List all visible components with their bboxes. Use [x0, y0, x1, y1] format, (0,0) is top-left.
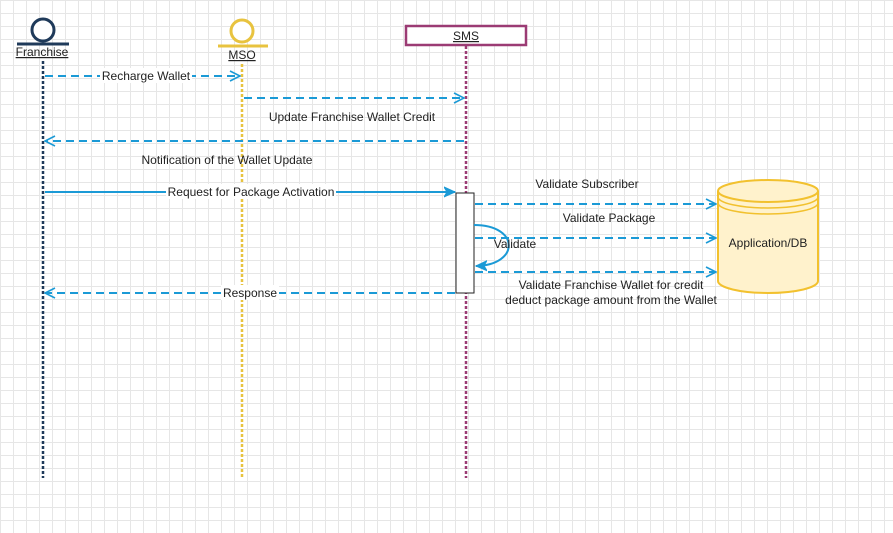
- message-label: Recharge Wallet: [102, 69, 191, 83]
- franchise-actor[interactable]: Franchise: [16, 17, 69, 59]
- mso-actor[interactable]: MSO: [218, 18, 268, 62]
- message-response[interactable]: Response: [45, 285, 455, 300]
- message-label: Validate Package: [563, 211, 656, 225]
- message-validate-wallet[interactable]: Validate Franchise Wallet for credit ded…: [475, 272, 718, 307]
- message-label-line2: deduct package amount from the Wallet: [505, 293, 717, 307]
- message-request-activation[interactable]: Request for Package Activation: [45, 184, 455, 199]
- sms-participant[interactable]: SMS: [404, 24, 528, 47]
- sms-activation-bar[interactable]: [455, 192, 475, 294]
- franchise-actor-icon: [30, 17, 56, 43]
- message-label-update-credit: Update Franchise Wallet Credit: [269, 110, 436, 124]
- message-label-bg: [166, 184, 336, 199]
- sms-participant-box: [404, 24, 528, 47]
- franchise-actor-label: Franchise: [16, 45, 69, 59]
- application-db[interactable]: Application/DB: [717, 179, 819, 294]
- message-label-line1: Validate Franchise Wallet for credit: [519, 278, 704, 292]
- db-cylinder-body: [717, 191, 819, 294]
- message-label-notification: Notification of the Wallet Update: [142, 153, 313, 167]
- sms-participant-label: SMS: [453, 29, 479, 43]
- message-label: Request for Package Activation: [168, 185, 335, 199]
- db-cylinder-ring-1: [717, 196, 819, 209]
- mso-actor-icon: [229, 18, 255, 44]
- message-validate-subscriber[interactable]: Validate Subscriber: [475, 177, 716, 204]
- message-validate-self[interactable]: Validate: [473, 224, 537, 266]
- message-label: Response: [223, 286, 277, 300]
- message-validate-package[interactable]: Validate Package: [475, 211, 716, 238]
- self-loop-arrow: [473, 224, 510, 266]
- message-label: Validate: [494, 237, 537, 251]
- db-cylinder-ring-2: [717, 202, 819, 215]
- db-cylinder-top: [717, 179, 819, 203]
- message-label-bg: [221, 285, 279, 300]
- db-label: Application/DB: [729, 236, 808, 250]
- message-label-bg: [100, 68, 192, 83]
- message-label: Validate Subscriber: [535, 177, 638, 191]
- mso-actor-label: MSO: [228, 48, 255, 62]
- message-recharge-wallet[interactable]: Recharge Wallet: [45, 68, 240, 83]
